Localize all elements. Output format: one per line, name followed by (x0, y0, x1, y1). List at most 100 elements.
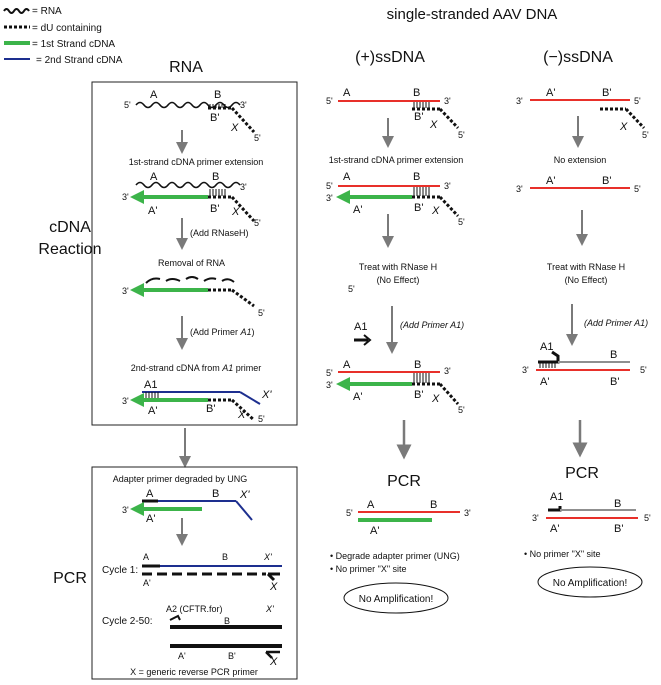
svg-text:A: A (343, 359, 351, 371)
svg-text:5': 5' (124, 100, 131, 110)
svg-text:5': 5' (644, 513, 651, 523)
pcr-box-footer: X = generic reverse PCR primer (130, 667, 258, 677)
svg-text:3': 3' (516, 184, 523, 194)
svg-text:3': 3' (522, 365, 529, 375)
svg-text:5': 5' (458, 405, 465, 415)
svg-text:5': 5' (326, 181, 333, 191)
svg-text:B: B (212, 171, 219, 183)
svg-text:B: B (212, 488, 219, 500)
plus-result-badge (343, 582, 449, 614)
svg-text:A': A' (146, 513, 155, 525)
svg-text:3': 3' (532, 513, 539, 523)
svg-text:5': 5' (326, 368, 333, 378)
svg-text:B': B' (414, 202, 423, 214)
plus-with-a1: A B 5' 3' 3' A' B' X 5' (326, 359, 465, 415)
svg-text:3': 3' (122, 286, 129, 296)
svg-text:A: A (343, 87, 351, 99)
svg-text:B': B' (210, 203, 219, 215)
svg-text:A1: A1 (550, 491, 563, 503)
rna-first-strand: A B 3' 3' A' B' X 5' (122, 171, 261, 228)
svg-text:X: X (231, 206, 240, 218)
rna-step2-label: (Add RNaseH) (190, 228, 249, 238)
svg-text:A': A' (550, 523, 559, 535)
svg-text:X: X (431, 205, 440, 217)
minus-pcr: A1 B 3' 5' A' B' (532, 491, 651, 535)
plus-step1-label: 1st-strand cDNA primer extension (329, 155, 464, 165)
minus-result-label: No Amplification! (553, 578, 627, 589)
svg-text:B: B (414, 359, 421, 371)
svg-text:A': A' (540, 376, 549, 388)
header-minus: (−)ssDNA (543, 49, 613, 66)
svg-text:B: B (413, 171, 420, 183)
svg-text:5': 5' (458, 217, 465, 227)
svg-text:3': 3' (122, 396, 129, 406)
svg-text:B: B (610, 349, 617, 361)
minus-step1-label: No extension (554, 155, 607, 165)
svg-text:X: X (429, 119, 438, 131)
svg-text:A1: A1 (144, 379, 157, 391)
svg-text:B': B' (414, 389, 423, 401)
svg-text:A': A' (148, 405, 157, 417)
svg-text:5': 5' (326, 96, 333, 106)
minus-start: 3' A' B' 5' X 5' (516, 87, 649, 140)
svg-text:5': 5' (258, 308, 265, 318)
svg-text:B': B' (602, 175, 611, 187)
svg-text:A': A' (178, 651, 186, 661)
svg-text:A': A' (353, 204, 362, 216)
legend-rna-swatch (3, 8, 30, 14)
svg-text:3': 3' (444, 96, 451, 106)
svg-text:B: B (222, 552, 228, 562)
plus-first-strand: A B 5' 3' 3' A' B' X 5' (326, 171, 465, 227)
svg-text:3': 3' (516, 96, 523, 106)
svg-text:5': 5' (254, 133, 261, 143)
svg-text:B: B (430, 499, 437, 511)
svg-text:A: A (367, 499, 375, 511)
pcr-box (91, 466, 298, 680)
legend: = RNA = dU containing = 1st Strand cDNA … (3, 6, 123, 66)
header-reaction: Reaction (38, 241, 101, 258)
header-cdna: cDNA (49, 219, 91, 236)
svg-text:X': X' (263, 552, 272, 562)
rna-removed: 3' 5' (122, 276, 265, 318)
svg-text:B': B' (602, 87, 611, 99)
svg-text:5': 5' (640, 365, 647, 375)
svg-text:A': A' (546, 175, 555, 187)
svg-text:B: B (224, 616, 230, 626)
svg-text:3': 3' (240, 182, 247, 192)
svg-text:B: B (614, 498, 621, 510)
plus-start: 5' A B 3' B' X 5' (326, 87, 465, 140)
svg-text:B': B' (206, 403, 215, 415)
svg-text:5': 5' (634, 96, 641, 106)
minus-with-a1: A1 B 3' 5' A' B' (522, 341, 647, 388)
legend-second-label: = 2nd Strand cDNA (36, 55, 123, 66)
pcr-box-title: Adapter primer degraded by UNG (113, 474, 248, 484)
pcr-cycle2-50: Cycle 2-50: A2 (CFTR.for) B X' A' B' X (102, 604, 282, 668)
svg-text:A1: A1 (540, 341, 553, 353)
plus-bullet1: • Degrade adapter primer (UNG) (330, 551, 460, 561)
svg-text:3': 3' (122, 505, 129, 515)
minus-treat-label: Treat with RNase H (547, 262, 625, 272)
legend-du-label: = dU containing (32, 23, 102, 34)
legend-rna-label: = RNA (32, 6, 62, 17)
header-aav: single-stranded AAV DNA (387, 6, 558, 23)
svg-text:B': B' (210, 112, 219, 124)
svg-text:X': X' (239, 489, 250, 501)
svg-text:B': B' (228, 651, 236, 661)
header-plus: (+)ssDNA (355, 49, 425, 66)
svg-text:X: X (619, 121, 628, 133)
svg-text:A: A (150, 171, 158, 183)
svg-text:5': 5' (254, 218, 261, 228)
rna-start: 5' 3' A B B' X 5' (124, 89, 261, 143)
svg-text:A: A (150, 89, 158, 101)
legend-first-label: = 1st Strand cDNA (32, 39, 115, 50)
svg-text:B: B (413, 87, 420, 99)
rna-step3-label: Removal of RNA (158, 258, 225, 268)
pcr-template: A B X' 3' A' (122, 488, 253, 525)
plus-treat-label: Treat with RNase H (359, 262, 437, 272)
svg-text:B': B' (614, 523, 623, 535)
minus-primer-label: (Add Primer A1) (584, 318, 648, 328)
header-pcr-right: PCR (565, 465, 599, 482)
svg-text:X: X (230, 122, 239, 134)
svg-text:3': 3' (444, 181, 451, 191)
